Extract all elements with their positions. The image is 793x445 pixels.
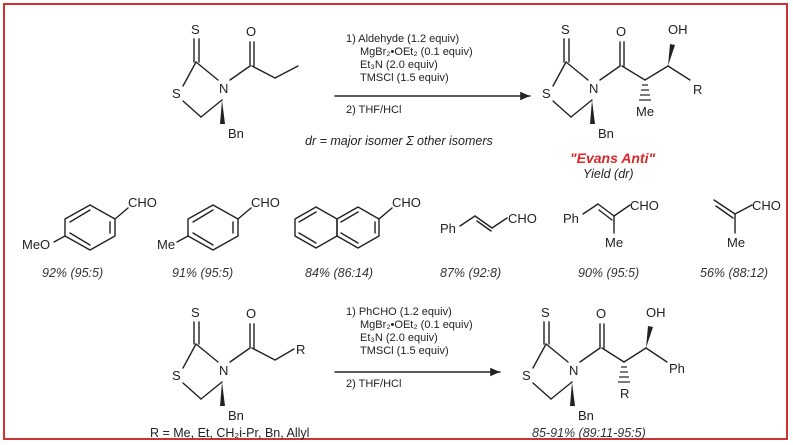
aldehyde-methylcinnamaldehyde: Ph CHO Me — [563, 198, 659, 250]
aldehyde-cinnamaldehyde: Ph CHO — [440, 211, 537, 236]
bn-label-p1: Bn — [598, 126, 614, 141]
atom-n-p: N — [589, 81, 598, 96]
atom-s-thione: S — [191, 22, 200, 37]
me-label-5: Me — [605, 235, 623, 250]
starting-material-1: S S N Bn O — [172, 22, 299, 141]
atom-n-2: N — [219, 363, 228, 378]
condition-1-line-4: TMSCl (1.5 equiv) — [360, 72, 449, 84]
condition-2-line-4: TMSCl (1.5 equiv) — [360, 345, 449, 357]
atom-o-p1: O — [616, 24, 626, 39]
reaction-arrow-2: 1) PhCHO (1.2 equiv) MgBr₂•OEt₂ (0.1 equ… — [334, 306, 501, 390]
atom-o-p2: O — [596, 306, 606, 321]
starting-material-2: S S N Bn O R — [172, 305, 305, 423]
aldehyde-naphthaldehyde: CHO — [294, 195, 421, 249]
yield-5: 90% (95:5) — [578, 266, 639, 280]
condition-1-line-2: MgBr₂•OEt₂ (0.1 equiv) — [360, 46, 473, 58]
atom-oh-p2: OH — [646, 305, 666, 320]
cho-4: CHO — [508, 211, 537, 226]
cho-2: CHO — [251, 195, 280, 210]
condition-2-line-2: MgBr₂•OEt₂ (0.1 equiv) — [360, 319, 473, 331]
atom-n-p2: N — [569, 363, 578, 378]
r-group-list: R = Me, Et, CH₂i-Pr, Bn, Allyl — [150, 426, 309, 440]
condition-1-step-2: 2) THF/HCl — [346, 104, 401, 116]
ph-label-5: Ph — [563, 211, 579, 226]
atom-s-ring: S — [172, 86, 181, 101]
atom-o-2: O — [246, 306, 256, 321]
atom-n: N — [219, 81, 228, 96]
product-1: S S N Bn O Me OH R — [542, 22, 702, 141]
meo-label: MeO — [22, 237, 50, 252]
condition-2-line-3: Et₃N (2.0 equiv) — [360, 332, 438, 344]
yield-6: 56% (88:12) — [700, 266, 768, 280]
atom-s-ring-p2: S — [522, 368, 531, 383]
atom-o-1: O — [246, 24, 256, 39]
evans-anti-label: "Evans Anti" — [570, 150, 655, 166]
cho-6: CHO — [752, 198, 781, 213]
yield-2: 91% (95:5) — [172, 266, 233, 280]
substituent-r-p2: R — [620, 386, 629, 401]
condition-2-line-1: 1) PhCHO (1.2 equiv) — [346, 306, 452, 318]
aldehyde-anisaldehyde: CHO MeO — [22, 195, 157, 252]
condition-1-line-1: 1) Aldehyde (1.2 equiv) — [346, 33, 459, 45]
dr-definition: dr = major isomer Σ other isomers — [305, 134, 493, 148]
atom-s-ring-p: S — [542, 86, 551, 101]
atom-s-thione-p2: S — [541, 305, 550, 320]
yield-4: 87% (92:8) — [440, 266, 501, 280]
reaction-arrow-1: 1) Aldehyde (1.2 equiv) MgBr₂•OEt₂ (0.1 … — [334, 33, 531, 116]
aldehyde-tolualdehyde: CHO Me — [157, 195, 280, 252]
cho-1: CHO — [128, 195, 157, 210]
bn-label-p2: Bn — [578, 408, 594, 423]
figure-frame — [3, 3, 788, 440]
atom-s-ring-2: S — [172, 368, 181, 383]
ph-label-4: Ph — [440, 221, 456, 236]
cho-5: CHO — [630, 198, 659, 213]
me-label-p1: Me — [636, 104, 654, 119]
substituent-r-p1: R — [693, 82, 702, 97]
yield-3: 84% (86:14) — [305, 266, 373, 280]
yield-dr-label: Yield (dr) — [583, 167, 633, 181]
me-label-6: Me — [727, 235, 745, 250]
me-label-2: Me — [157, 237, 175, 252]
condition-2-step-2: 2) THF/HCl — [346, 378, 401, 390]
yield-range: 85-91% (89:11-95:5) — [532, 426, 646, 440]
condition-1-line-3: Et₃N (2.0 equiv) — [360, 59, 438, 71]
substituent-r-sm2: R — [296, 342, 305, 357]
bn-label-1: Bn — [228, 126, 244, 141]
aldehyde-methacrolein: CHO Me — [713, 198, 781, 250]
atom-s-thione-p: S — [561, 22, 570, 37]
ph-label-p2: Ph — [669, 361, 685, 376]
cho-3: CHO — [392, 195, 421, 210]
yield-1: 92% (95:5) — [42, 266, 103, 280]
product-2: S S N Bn O R OH Ph — [522, 305, 685, 423]
bn-label-2: Bn — [228, 408, 244, 423]
atom-s-thione-2: S — [191, 305, 200, 320]
atom-oh-p1: OH — [668, 22, 688, 37]
